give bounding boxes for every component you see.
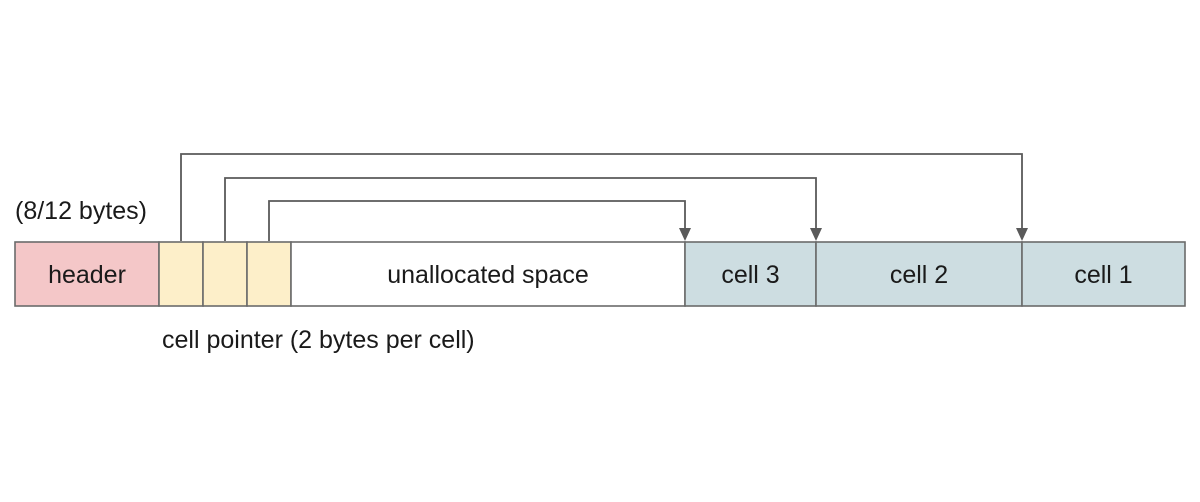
- header-label: header: [48, 261, 126, 289]
- pointer-arrows: [180, 153, 1028, 241]
- cell-pointer-caption: cell pointer (2 bytes per cell): [162, 326, 475, 354]
- cell-3-label: cell 3: [721, 261, 779, 289]
- cell-1-segment: [1021, 241, 1186, 307]
- header-segment: [14, 241, 160, 307]
- pointer-arrow-cell-2: [224, 177, 817, 241]
- cell-pointer-slot-3: [246, 241, 292, 307]
- cell-pointer-slot-1: [158, 241, 204, 307]
- arrow-head-cell-2: [810, 228, 822, 241]
- arrow-head-cell-3: [679, 228, 691, 241]
- pointer-arrow-cell-1: [180, 153, 1023, 241]
- cell-1-label: cell 1: [1074, 261, 1132, 289]
- unallocated-space-label: unallocated space: [387, 261, 589, 289]
- cell-3-segment: [684, 241, 817, 307]
- pointer-arrow-cell-3: [268, 200, 686, 241]
- arrow-head-cell-1: [1016, 228, 1028, 241]
- page-bar: header unallocated space cell 3 cell 2 c…: [14, 241, 1186, 307]
- header-size-annotation: (8/12 bytes): [15, 197, 147, 225]
- cell-2-label: cell 2: [890, 261, 948, 289]
- unallocated-space-segment: [290, 241, 686, 307]
- cell-pointer-slot-2: [202, 241, 248, 307]
